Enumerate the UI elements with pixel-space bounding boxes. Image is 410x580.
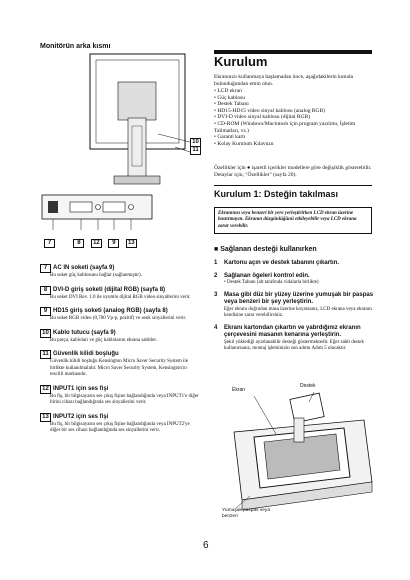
list-item: • DVI-D video sinyal kablosu (dijital RG…	[214, 114, 311, 121]
list-item: • Kolay Kurulum Kılavuzu	[214, 140, 274, 147]
section-rule	[214, 185, 372, 186]
sub-title: ■ Sağlanan desteği kullanırken	[214, 246, 317, 253]
setup-illustration	[233, 391, 373, 511]
intro-text: Ekranınızı kullanmaya başlamadan önce, a…	[214, 74, 353, 87]
callout-10: 10	[190, 138, 201, 147]
figure-label-screen: Ekran	[232, 387, 246, 393]
callout-7: 7	[44, 239, 55, 248]
figure-label-stand: Destek	[300, 383, 316, 389]
list-item: 3 Masa gibi düz bir yüzey üzerine yumuşa…	[214, 291, 374, 319]
callout-8: 8	[73, 239, 85, 248]
note-text: Özellikler için ● işaretli içerikler mod…	[214, 165, 372, 178]
list-item: • Güç kablosu	[214, 94, 245, 101]
callout-12: 12	[90, 239, 102, 248]
figure-label-mat: Yumuşak paspas veya benzeri	[222, 508, 270, 519]
bottom-callouts: 7 8 12 9 13	[44, 231, 139, 249]
list-item: • CD-ROM (Windows/Macintosh için program…	[214, 120, 356, 134]
section-title: Kurulum 1: Dsteğin takılması	[214, 189, 339, 199]
list-item: 2 Sağlanan ögeleri kontrol edin.• Destek…	[214, 272, 319, 286]
page-number: 6	[203, 540, 209, 551]
callout-9: 9	[108, 239, 120, 248]
callout-11: 11	[190, 146, 201, 155]
warning-box: Ekranınızı veya benzeri bir yere yerleşt…	[214, 207, 372, 234]
monitor-back-illustration	[41, 53, 191, 230]
left-heading: Monitörün arka kısmı	[40, 43, 111, 50]
list-item: • Garanti kartı	[214, 134, 246, 141]
list-item: 4 Ekranı kartondan çıkartın ve yabrdığın…	[214, 324, 364, 352]
list-item: 1 Kartonu açın ve destek tabanını çıkart…	[214, 260, 340, 266]
list-item: • LCD ekran	[214, 88, 242, 94]
page-title: Kurulum	[214, 54, 268, 69]
list-item: • Destek Tabanı	[214, 101, 249, 108]
callout-13: 13	[125, 239, 137, 248]
package-list: • LCD ekran • Güç kablosu • Destek Taban…	[214, 88, 372, 147]
steps-list: 1 Kartonu açın ve destek tabanını çıkart…	[214, 260, 374, 358]
list-item: • HD15-HD15 video sinyal kablosu (analog…	[214, 107, 326, 114]
title-bar	[214, 50, 372, 54]
